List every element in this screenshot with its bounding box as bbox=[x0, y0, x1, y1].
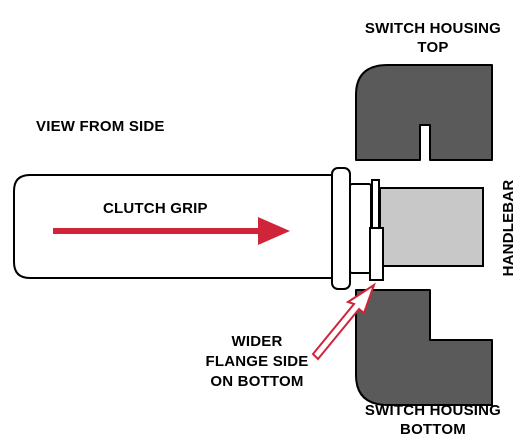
flange-top bbox=[371, 179, 380, 229]
red-arrow-head bbox=[258, 217, 290, 245]
label-view-from-side: VIEW FROM SIDE bbox=[36, 118, 165, 135]
label-switch-housing-top-1: SWITCH HOUSING bbox=[365, 20, 501, 37]
label-switch-housing-bottom-1: SWITCH HOUSING bbox=[365, 402, 501, 419]
clutch-grip-body bbox=[13, 174, 336, 279]
switch-housing-top-body bbox=[355, 64, 493, 161]
flange-bottom-wider bbox=[369, 227, 384, 281]
label-wider-flange-2: FLANGE SIDE bbox=[205, 353, 308, 370]
red-pointer-arrow bbox=[311, 282, 376, 361]
switch-housing-bottom bbox=[355, 289, 493, 406]
label-switch-housing-bottom-2: BOTTOM bbox=[400, 421, 466, 438]
label-handlebar: HANDLEBAR bbox=[500, 180, 517, 277]
grip-ring-inner bbox=[349, 183, 372, 274]
label-switch-housing-top-2: TOP bbox=[417, 39, 448, 56]
label-clutch-grip: CLUTCH GRIP bbox=[103, 200, 208, 217]
grip-ring-outer bbox=[331, 167, 351, 290]
label-wider-flange-1: WIDER bbox=[232, 333, 283, 350]
handlebar-bar bbox=[379, 187, 484, 267]
label-wider-flange-3: ON BOTTOM bbox=[210, 373, 303, 390]
